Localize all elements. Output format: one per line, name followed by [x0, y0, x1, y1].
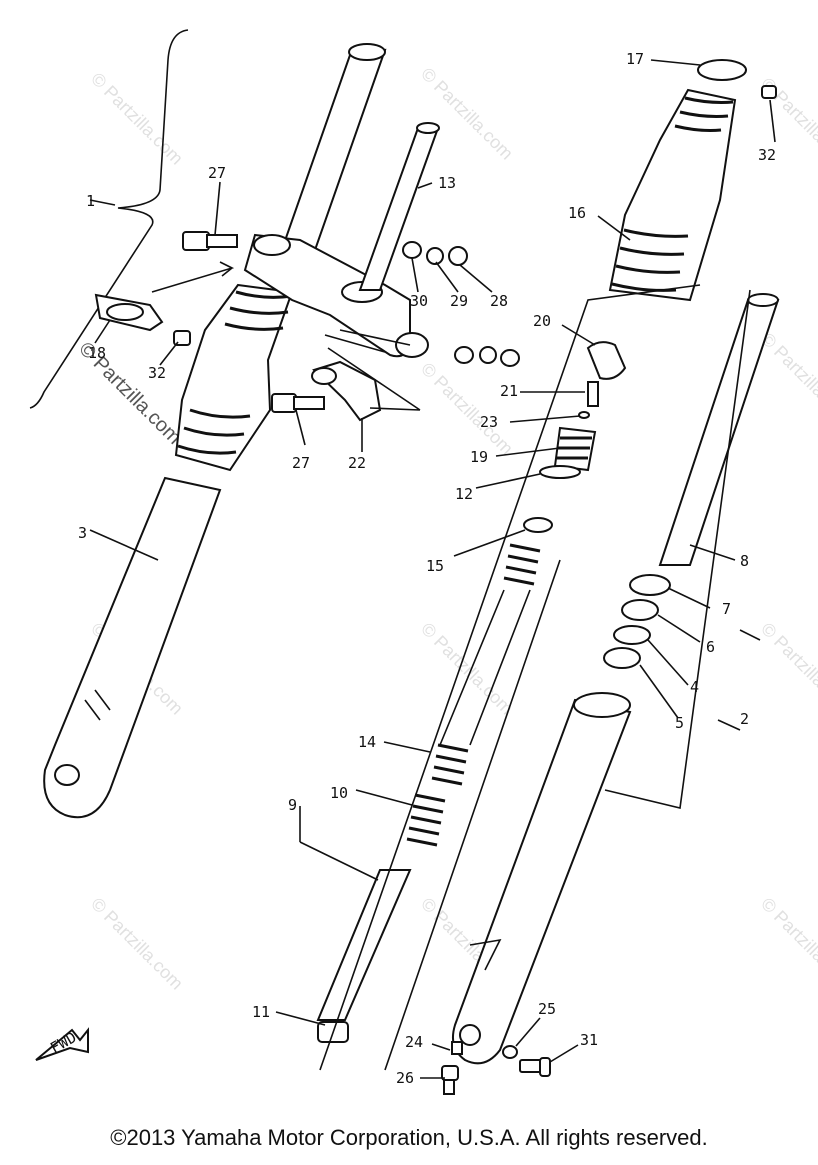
callout-5: 5: [675, 714, 684, 732]
callout-15: 15: [426, 557, 444, 575]
callout-16: 16: [568, 204, 586, 222]
callout-24: 24: [405, 1033, 423, 1051]
damper-rod-10: [316, 793, 446, 1043]
callout-21: 21: [500, 382, 518, 400]
callout-32: 32: [758, 146, 776, 164]
callout-20: 20: [533, 312, 551, 330]
callout-1: 1: [86, 192, 95, 210]
callout-27: 27: [208, 164, 226, 182]
bracket-lines: [327, 329, 421, 411]
guide-lines: [299, 284, 751, 1071]
callout-9: 9: [288, 796, 297, 814]
callout-2: 2: [740, 710, 749, 728]
cap-bolt-19: [553, 426, 597, 472]
washers-top: [402, 241, 468, 266]
callout-31: 31: [580, 1031, 598, 1049]
callout-3: 3: [78, 524, 87, 542]
inner-tube-8: [658, 293, 780, 566]
callout-8: 8: [740, 552, 749, 570]
callout-7: 7: [722, 600, 731, 618]
pinch-bolt-upper: [182, 231, 238, 251]
callout-27: 27: [292, 454, 310, 472]
callout-32: 32: [148, 364, 166, 382]
callout-19: 19: [470, 448, 488, 466]
callout-13: 13: [438, 174, 456, 192]
watermark: © Partzilla.com: [417, 359, 517, 459]
left-fork-assembly: [43, 43, 387, 819]
callout-25: 25: [538, 1000, 556, 1018]
drain-screw-24: [451, 1041, 463, 1055]
callout-23: 23: [480, 413, 498, 431]
bolt-32-right: [761, 85, 777, 99]
washer-25: [502, 1045, 518, 1059]
callout-12: 12: [455, 485, 473, 503]
clamp-18: [94, 293, 164, 332]
callout-28: 28: [490, 292, 508, 310]
fork-spring-14: [431, 543, 541, 786]
watermark: © Partzilla.com: [417, 64, 517, 164]
callout-6: 6: [706, 638, 715, 656]
callout-11: 11: [252, 1003, 270, 1021]
callout-22: 22: [348, 454, 366, 472]
assembly-1-brace: [29, 29, 189, 409]
seal-stack: [603, 574, 671, 669]
outer-tube-2: [452, 692, 632, 1065]
oring-12: [539, 465, 581, 479]
callout-18: 18: [88, 344, 106, 362]
callout-26: 26: [396, 1069, 414, 1087]
callout-29: 29: [450, 292, 468, 310]
callout-10: 10: [330, 784, 348, 802]
washers-bottom: [454, 346, 520, 367]
steering-shaft: [358, 122, 440, 291]
cap-20: [586, 341, 627, 380]
callout-leaders: [89, 59, 776, 1079]
lower-bracket: [311, 360, 382, 422]
callout-30: 30: [410, 292, 428, 310]
boot-clamp-17: [697, 59, 747, 81]
pinch-bolt-lower: [271, 393, 325, 413]
watermark: © Partzilla.com: [757, 329, 818, 429]
watermark: © Partzilla.com: [417, 619, 517, 719]
spring-seat-15: [523, 517, 553, 533]
callout-14: 14: [358, 733, 376, 751]
callout-17: 17: [626, 50, 644, 68]
callouts: 1 27 13 17 32 16 30 29 28 20 18 32 21 23…: [78, 50, 776, 1087]
fork-boot-16: [608, 88, 737, 302]
callout-4: 4: [690, 678, 699, 696]
copyright-notice: ©2013 Yamaha Motor Corporation, U.S.A. A…: [110, 1125, 708, 1150]
fork-exploded-diagram: © Partzilla.com © Partzilla.com © Partzi…: [29, 29, 818, 1095]
assembly-arrow: [151, 261, 235, 293]
oring-23: [578, 411, 590, 419]
air-valve-21: [587, 381, 599, 407]
watermark: © Partzilla.com: [87, 894, 187, 994]
bolt-26: [441, 1065, 459, 1095]
watermark: © Partzilla.com: [757, 894, 818, 994]
watermark: © Partzilla.com: [87, 69, 187, 169]
watermark: © Partzilla.com: [757, 619, 818, 719]
fwd-arrow: FWD: [35, 1027, 89, 1061]
bolt-31: [519, 1057, 551, 1077]
bolt-32-left: [173, 330, 191, 346]
upper-bracket: [243, 233, 429, 358]
